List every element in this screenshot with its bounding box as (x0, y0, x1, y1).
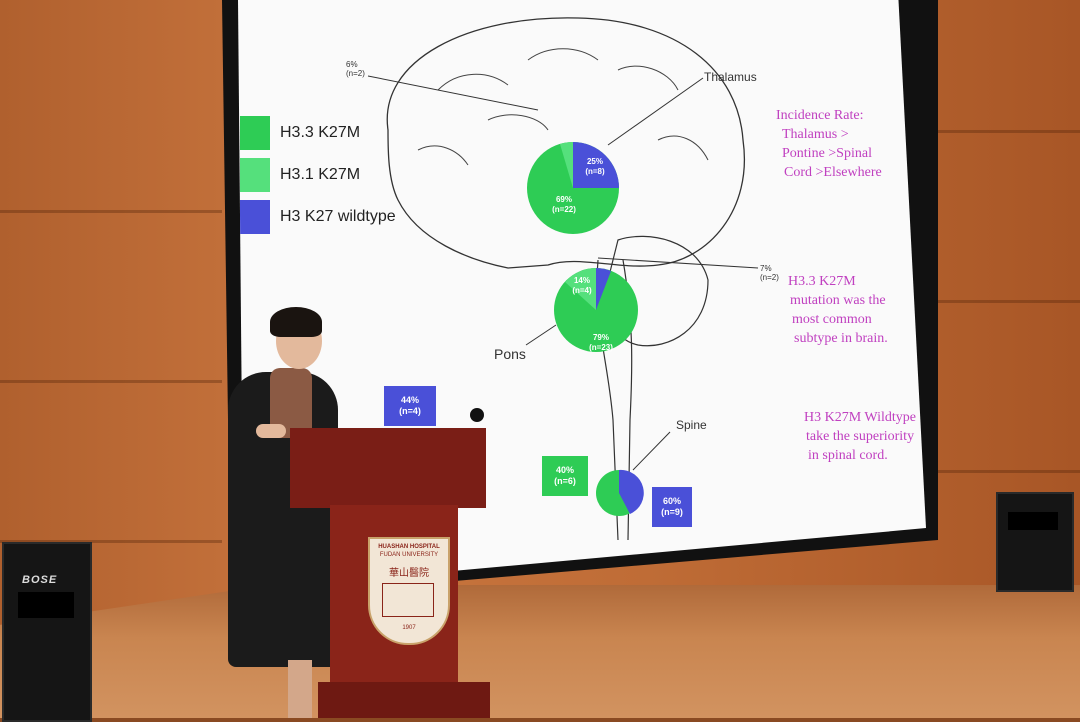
brain-gyri (417, 48, 709, 166)
pons-pie-wildtype-slice (596, 268, 611, 310)
box-n: (n=6) (554, 476, 576, 486)
wall-seam (0, 540, 222, 543)
thalamus-pie-h31-slice (560, 142, 573, 188)
note-line: most common (792, 312, 872, 327)
crest-line2: FUDAN UNIVERSITY (379, 552, 439, 558)
note-line: mutation was the (790, 293, 886, 308)
pie-n: (n=23) (589, 343, 613, 352)
h33-note: H3.3 K27M mutation was the most common s… (788, 272, 888, 348)
note-line: H3 K27M Wildtype (804, 410, 916, 425)
wall-seam (938, 470, 1080, 473)
pie-pct: 69% (555, 195, 572, 204)
wall-seam (0, 380, 222, 383)
pons-small-label: 14% (n=4) (568, 276, 596, 296)
speaker-port (1008, 512, 1058, 530)
annotation-pct: 7% (760, 264, 772, 273)
pie-n: (n=4) (572, 286, 592, 295)
note-line: take the superiority (806, 429, 915, 444)
stage-floor (0, 585, 1080, 718)
legend-swatch (240, 158, 270, 192)
legend-label: H3.3 K27M (280, 124, 361, 141)
box-pct: 40% (555, 465, 574, 475)
wildtype-note: H3 K27M Wildtype take the superiority in… (804, 408, 916, 465)
box-pct: 60% (662, 496, 681, 506)
wall-seam (938, 130, 1080, 133)
pons-pie-h31-slice (565, 268, 596, 310)
note-line: Pontine >Spinal (782, 146, 872, 161)
thalamus-wild-label: 25% (n=8) (580, 157, 610, 177)
thalamus-main-label: 69% (n=22) (546, 195, 582, 215)
legend-swatch (240, 116, 270, 150)
right-loudspeaker (996, 492, 1074, 592)
legend-label: H3 K27 wildtype (280, 208, 396, 225)
percent-box-44: 44% (n=4) (384, 386, 436, 426)
box-pct: 44% (400, 395, 419, 405)
annotation-right: 7% (n=2) (760, 264, 779, 282)
presenter-hair (270, 307, 322, 337)
note-line: Thalamus > (782, 127, 849, 142)
legend-item: H3 K27 wildtype (240, 200, 396, 234)
spine-pie-wildtype-slice (619, 469, 644, 514)
pons-main-label: 79% (n=23) (584, 333, 618, 353)
note-line: H3.3 K27M (788, 274, 856, 289)
podium-top (290, 428, 486, 508)
pointer-line (525, 324, 557, 346)
pie-pct: 14% (573, 276, 590, 285)
box-n: (n=4) (399, 406, 421, 416)
pie-n: (n=8) (585, 167, 605, 176)
annotation-top-left: 6% (n=2) (346, 60, 365, 78)
incidence-note: Incidence Rate: Thalamus > Pontine >Spin… (776, 106, 882, 182)
note-line: Cord >Elsewhere (784, 165, 882, 180)
crest-year: 1907 (402, 625, 416, 631)
pointer-line (632, 431, 671, 471)
region-label-thalamus: Thalamus (704, 70, 757, 84)
brain-diagram (367, 17, 759, 541)
annotation-n: (n=2) (760, 273, 779, 282)
pie-pct: 25% (586, 157, 603, 166)
pointer-line (597, 257, 759, 269)
pie-pct: 79% (592, 333, 609, 342)
podium-base (318, 682, 490, 718)
percent-box-40: 40% (n=6) (542, 456, 588, 496)
box-n: (n=9) (661, 507, 683, 517)
pointer-line (367, 75, 539, 111)
presentation-slide: H3.3 K27M H3.1 K27M H3 K27 wildtype 6% (… (238, 0, 926, 590)
pie-n: (n=22) (552, 205, 576, 214)
note-line: Incidence Rate: (776, 108, 864, 123)
percent-box-60: 60% (n=9) (652, 487, 692, 527)
cerebrum-outline (386, 17, 745, 269)
legend-item: H3.1 K27M (240, 158, 360, 192)
left-loudspeaker: BOSE (2, 542, 92, 722)
legend-label: H3.1 K27M (280, 166, 361, 183)
wall-seam (938, 300, 1080, 303)
region-label-pons: Pons (494, 346, 526, 362)
crest-building-icon (382, 583, 434, 617)
crest-line1: HUASHAN HOSPITAL (378, 544, 440, 550)
crest-name: 華山醫院 (389, 568, 429, 579)
presenter-legs (288, 660, 312, 718)
note-line: in spinal cord. (808, 448, 888, 463)
microphone (470, 408, 484, 422)
thalamus-pie-wildtype-slice (573, 142, 619, 188)
legend-item: H3.3 K27M (240, 116, 360, 150)
note-line: subtype in brain. (794, 331, 888, 346)
wall-seam (0, 210, 222, 213)
pointer-line (607, 77, 704, 146)
speaker-port (18, 592, 74, 618)
annotation-pct: 6% (346, 60, 358, 69)
region-label-spine: Spine (676, 418, 707, 432)
speaker-brand: BOSE (22, 574, 58, 586)
annotation-n: (n=2) (346, 69, 365, 78)
hospital-crest: HUASHAN HOSPITAL FUDAN UNIVERSITY 華山醫院 1… (368, 537, 450, 645)
presenter-hand (256, 424, 286, 438)
legend-swatch (240, 200, 270, 234)
